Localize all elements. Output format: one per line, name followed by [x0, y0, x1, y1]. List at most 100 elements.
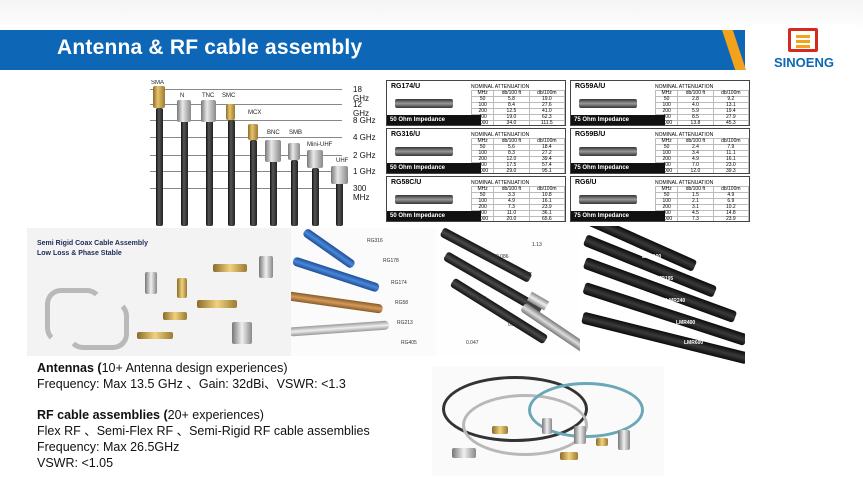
cable-image: [579, 147, 637, 156]
table-cell: 39.3: [712, 168, 749, 173]
connector-frequency-chart: 18 GHz 12 GHz 8 GHz 4 GHz 2 GHz 1 GHz 30…: [150, 80, 378, 227]
nominal-attenuation-label: NOMINAL ATTENUATION: [655, 180, 714, 186]
slide-top-band: [0, 0, 863, 30]
connector-label: SMB: [289, 130, 303, 136]
connector-label: SMA: [151, 80, 165, 86]
cable-image: [395, 147, 453, 156]
logo-mark-icon: [788, 28, 818, 52]
connector-label: MCX: [248, 110, 262, 116]
connector-part: [452, 448, 476, 458]
blue-cable-loop: [528, 382, 644, 438]
cable-assemblies-photo: [432, 366, 664, 476]
mini-uhf-cable: [312, 168, 319, 226]
connector-label: BNC: [267, 130, 280, 136]
connector-part: [492, 426, 508, 434]
connector-label: Mini-UHF: [307, 142, 333, 148]
semi-rigid-title-line1: Semi Rigid Coax Cable Assembly: [37, 240, 148, 247]
smc-connector: [226, 104, 235, 120]
antennas-heading-detail: 10+ Antenna design experiences): [101, 361, 288, 375]
cable-name: RG316/U: [391, 131, 421, 138]
connector-part: [618, 430, 630, 450]
connector-part: [560, 452, 578, 460]
freq-line: [150, 137, 342, 138]
lmr-label: LMR400: [676, 320, 696, 326]
table-cell: 95.1: [528, 168, 565, 173]
company-logo: SINOENG: [752, 24, 856, 76]
rf-cables-types: Flex RF 、Semi-Flex RF 、Semi-Rigid RF cab…: [37, 424, 370, 438]
rf-cables-heading: RF cable assemblies (20+ experiences): [37, 408, 264, 423]
freq-line: [150, 89, 342, 90]
freq-label: 4 GHz: [353, 133, 376, 142]
cable-name: RG59B/U: [575, 131, 606, 138]
blue-coax-cables-photo: RG316 RG178 RG174 RG58 RG213 RG405: [291, 228, 436, 356]
rf-cables-heading-label: RF cable assemblies (: [37, 408, 168, 422]
blue-cable: [291, 256, 381, 293]
rg-label: RG213: [397, 320, 413, 326]
freq-label: 1 GHz: [353, 167, 376, 176]
freq-line: [150, 188, 342, 189]
n-cable: [181, 120, 188, 226]
nominal-attenuation-label: NOMINAL ATTENUATION: [471, 132, 530, 138]
connector-part: [574, 426, 586, 444]
sma-connector: [153, 86, 165, 108]
table-cell: 111.5: [528, 120, 565, 125]
cable-image: [395, 99, 453, 108]
impedance-label: 50 Ohm Impedance: [387, 115, 481, 125]
rf-cables-heading-detail: 20+ experiences): [167, 408, 264, 422]
logo-text: SINOENG: [774, 55, 834, 70]
cable-image: [579, 195, 637, 204]
semi-rigid-title-line2: Low Loss & Phase Stable: [37, 250, 122, 257]
tnc-connector: [201, 100, 216, 122]
semi-rigid-pipe: [67, 300, 129, 350]
connector-part: [177, 278, 187, 298]
title-bar: [0, 30, 745, 70]
semi-rigid-photo-title: Semi Rigid Coax Cable Assembly Low Loss …: [37, 239, 148, 259]
table-cell: 34.0: [493, 120, 530, 125]
impedance-label: 75 Ohm Impedance: [571, 211, 665, 221]
page-title: Antenna & RF cable assembly: [57, 36, 363, 59]
nominal-attenuation-label: NOMINAL ATTENUATION: [655, 84, 714, 90]
lmr-label: LMR195: [654, 276, 674, 282]
lmr-label: LMR240: [666, 298, 686, 304]
freq-label: 8 GHz: [353, 116, 376, 125]
smb-cable: [291, 160, 298, 226]
cable-name: RG174/U: [391, 83, 421, 90]
mini-uhf-connector: [307, 150, 323, 168]
table-cell: 29.0: [493, 168, 530, 173]
lmr-label: LMR100: [642, 254, 662, 260]
cable-name: RG59A/U: [575, 83, 606, 90]
bnc-cable: [270, 160, 277, 226]
antennas-heading: Antennas (10+ Antenna design experiences…: [37, 361, 288, 376]
lmr-label: LMR900: [620, 350, 640, 356]
silver-cable: [291, 320, 390, 337]
size-label: 0.250: [508, 322, 521, 328]
brown-cable: [291, 291, 384, 314]
freq-label: 18 GHz: [353, 85, 369, 103]
nominal-attenuation-label: NOMINAL ATTENUATION: [655, 132, 714, 138]
cable-name: RG6/U: [575, 179, 597, 186]
nominal-attenuation-label: NOMINAL ATTENUATION: [471, 180, 530, 186]
uhf-connector: [331, 166, 348, 184]
cable-image: [579, 99, 637, 108]
table-cell: 7.3: [677, 216, 714, 221]
rg-label: RG316: [367, 238, 383, 244]
rg-label: RG174: [391, 280, 407, 286]
freq-label: 2 GHz: [353, 151, 376, 160]
impedance-label: 50 Ohm Impedance: [387, 211, 481, 221]
antennas-heading-label: Antennas (: [37, 361, 102, 375]
connector-part: [232, 322, 252, 344]
cable-name: RG58C/U: [391, 179, 422, 186]
